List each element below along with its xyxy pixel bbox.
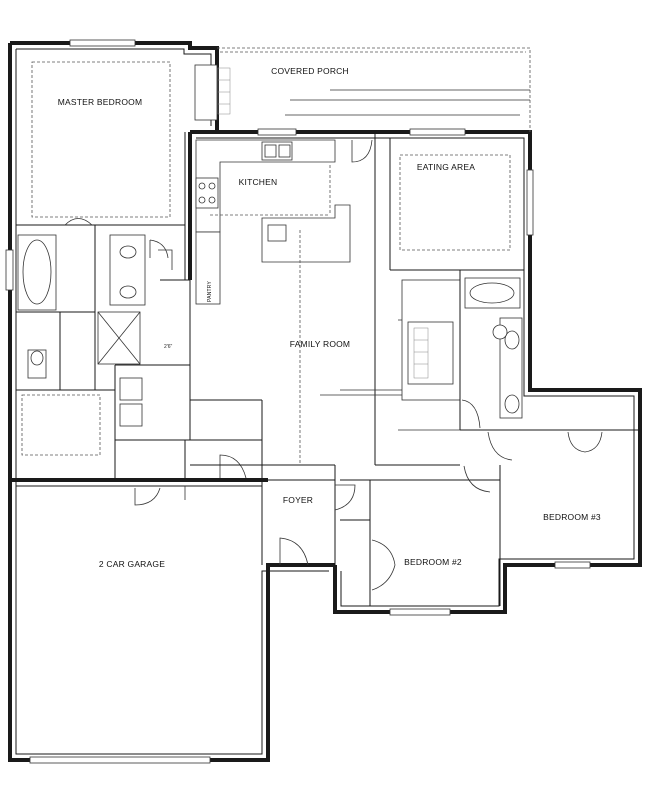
kitchen: PANTRY bbox=[195, 139, 373, 305]
hall-bath bbox=[459, 270, 530, 461]
windows bbox=[5, 39, 591, 764]
room-labels: COVERED PORCH MASTER BEDROOM KITCHEN EAT… bbox=[58, 66, 601, 569]
eating-area-label: EATING AREA bbox=[417, 162, 475, 172]
pantry-label: PANTRY bbox=[207, 281, 213, 302]
covered-porch bbox=[194, 47, 531, 132]
foyer bbox=[268, 465, 375, 566]
eating-area bbox=[374, 132, 524, 465]
bedroom-3-label: BEDROOM #3 bbox=[543, 512, 601, 522]
bedroom-3 bbox=[505, 429, 640, 453]
svg-text:2'6": 2'6" bbox=[164, 344, 173, 350]
garage-label: 2 CAR GARAGE bbox=[99, 559, 165, 569]
master-bedroom-label: MASTER BEDROOM bbox=[58, 97, 143, 107]
laundry-area: 2'6" bbox=[114, 249, 263, 565]
master-bedroom bbox=[16, 61, 192, 280]
bedroom-2-label: BEDROOM #2 bbox=[404, 557, 462, 567]
bedroom-2 bbox=[369, 465, 501, 606]
garage-area bbox=[10, 478, 268, 506]
family-room bbox=[190, 230, 461, 466]
kitchen-label: KITCHEN bbox=[239, 177, 278, 187]
family-room-label: FAMILY ROOM bbox=[290, 339, 350, 349]
master-bath bbox=[16, 218, 169, 456]
foyer-label: FOYER bbox=[283, 495, 313, 505]
covered-porch-label: COVERED PORCH bbox=[271, 66, 349, 76]
